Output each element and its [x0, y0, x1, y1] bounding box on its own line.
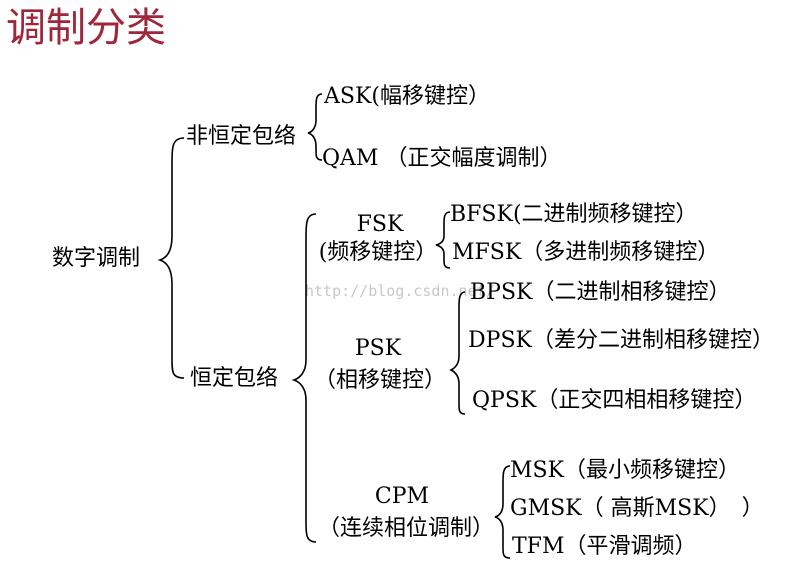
cpm-sublabel: （连续相位调制） [317, 516, 495, 541]
nonconstant-label: 非恒定包络 [186, 124, 297, 149]
psk-brace-left [449, 291, 466, 415]
fsk-brace [435, 211, 451, 269]
bpsk-label: BPSK（二进制相移键控） [470, 280, 731, 305]
mfsk-label: MFSK（多进制频移键控） [452, 240, 720, 265]
cpm-brace [494, 465, 511, 559]
dpsk-label: DPSK（差分二进制相移键控） [468, 328, 774, 353]
msk-label: MSK（最小频移键控） [510, 458, 741, 483]
qpsk-label: QPSK（正交四相相移键控） [472, 388, 757, 413]
constant-label: 恒定包络 [190, 366, 279, 391]
psk-label: PSK [354, 336, 402, 361]
gmsk-label: GMSK（ 高斯MSK） ） [510, 496, 764, 521]
qam-label: QAM （正交幅度调制） [322, 146, 562, 171]
ask-label: ASK(幅移键控） [324, 84, 490, 109]
root-brace [157, 137, 185, 379]
tfm-label: TFM（平滑调频） [512, 534, 697, 559]
psk-sublabel: （相移键控） [313, 368, 447, 393]
root-label: 数字调制 [52, 246, 141, 271]
page-title: 调制分类 [6, 5, 166, 51]
constant-brace [291, 213, 317, 543]
cpm-label: CPM [374, 484, 430, 509]
fsk-label: FSK [356, 212, 404, 237]
nonconstant-brace [307, 93, 323, 161]
watermark-text: http://blog.csdn.net/ [305, 282, 495, 300]
fsk-sublabel: (频移键控） [318, 240, 438, 265]
bfsk-label: BFSK(二进制频移键控） [450, 202, 698, 227]
